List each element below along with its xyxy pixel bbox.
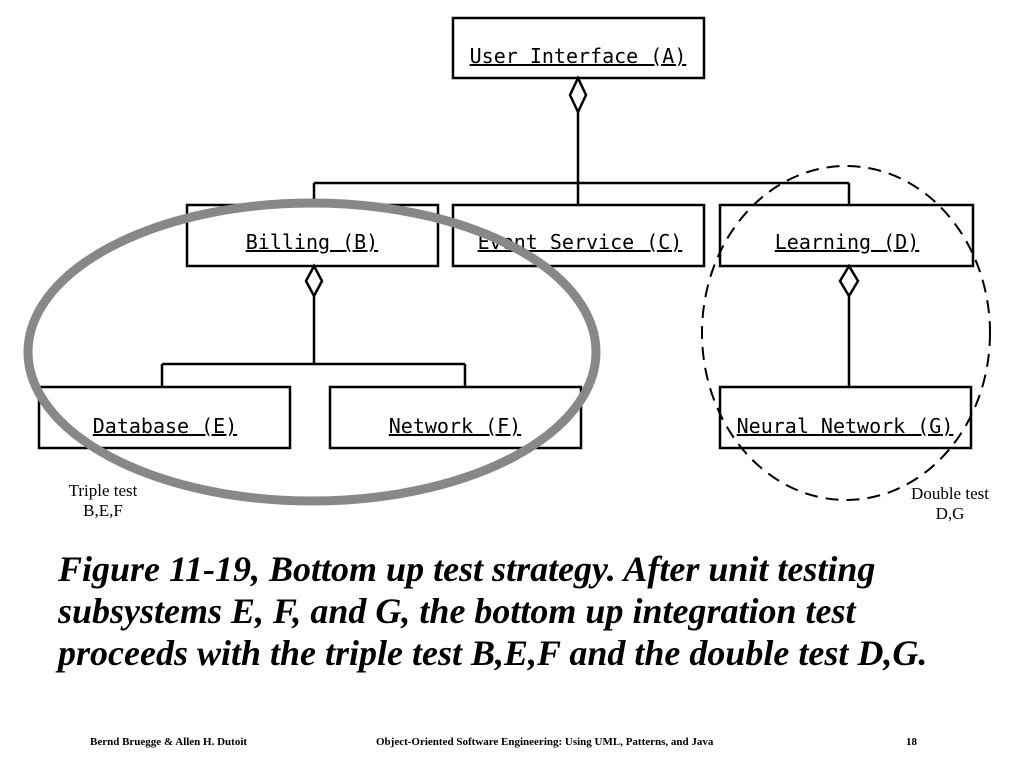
- aggregation-diamond-a: [568, 75, 588, 115]
- triple-test-line1: Triple test: [68, 481, 138, 500]
- double-test-label: Double test D,G: [896, 484, 1004, 524]
- box-network-label: Network (F): [389, 414, 521, 438]
- box-user-interface-label: User Interface (A): [470, 44, 687, 68]
- box-learning-label: Learning (D): [775, 230, 920, 254]
- box-neural-network-label: Neural Network (G): [737, 414, 954, 438]
- double-test-line2: D,G: [935, 504, 965, 523]
- footer-page-number: 18: [906, 736, 917, 748]
- footer-book-title: Object-Oriented Software Engineering: Us…: [376, 736, 714, 748]
- box-neural-network: Neural Network (G): [718, 385, 973, 450]
- triple-test-ellipse: [23, 198, 601, 506]
- box-database: Database (E): [37, 385, 292, 450]
- box-billing-label: Billing (B): [246, 230, 378, 254]
- aggregation-diamond-d: [838, 263, 860, 299]
- box-learning: Learning (D): [718, 203, 975, 268]
- box-billing: Billing (B): [185, 203, 440, 268]
- figure-caption: Figure 11-19, Bottom up test strategy. A…: [58, 549, 928, 673]
- aggregation-diamond-b: [304, 263, 324, 299]
- footer-authors: Bernd Bruegge & Allen H. Dutoit: [90, 736, 248, 748]
- triple-test-line2: B,E,F: [83, 501, 123, 520]
- double-test-ellipse: [701, 165, 991, 501]
- double-test-line1: Double test: [911, 484, 989, 503]
- uml-diagram: User Interface (A) Billing (B) Event Ser…: [23, 16, 991, 506]
- box-user-interface: User Interface (A): [451, 16, 706, 80]
- box-database-label: Database (E): [93, 414, 238, 438]
- triple-test-label: Triple test B,E,F: [52, 481, 154, 521]
